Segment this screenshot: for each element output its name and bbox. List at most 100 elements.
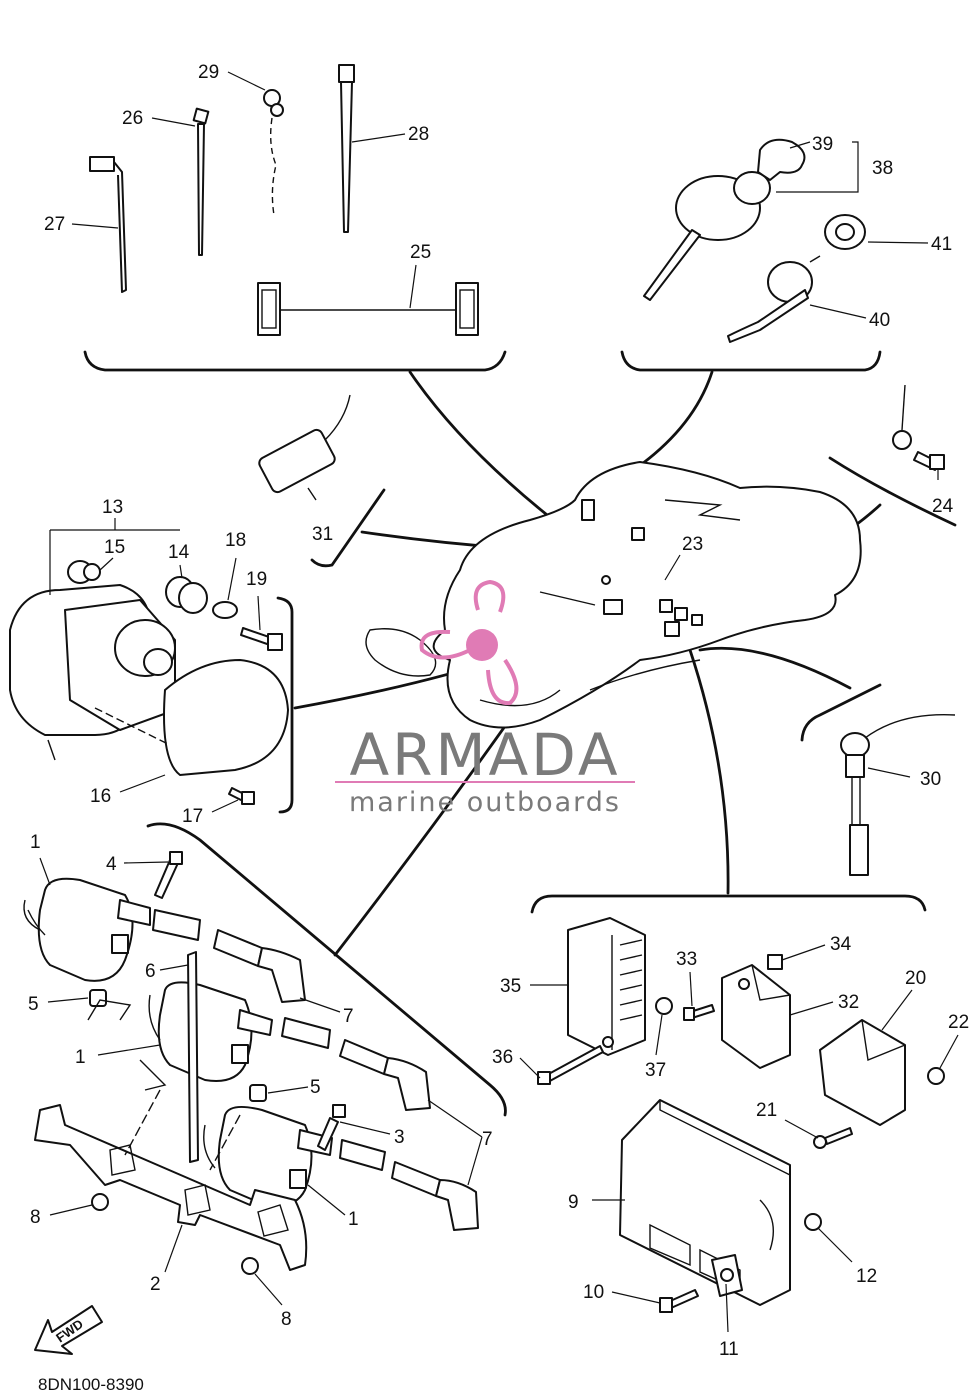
callout-34: 34 (830, 934, 852, 955)
part-3-bolt (317, 1104, 346, 1151)
part-2-bracket (34, 1104, 308, 1271)
part-1-coil-middle (148, 981, 431, 1111)
callout-28: 28 (408, 124, 429, 145)
fwd-arrow-icon: FWD (34, 1305, 103, 1355)
bracket-ignition (146, 822, 507, 1117)
part-10-bolt (659, 1289, 699, 1313)
callout-36: 36 (492, 1047, 513, 1068)
bracket-key-switch (620, 350, 882, 372)
callout-22: 22 (948, 1012, 969, 1033)
callout-39: 39 (812, 134, 833, 155)
part-9-ecm (619, 1099, 791, 1306)
callout-4: 4 (106, 854, 117, 875)
brand-name: ARMADA (349, 721, 620, 789)
callout-18: 18 (225, 530, 246, 551)
callout-27: 27 (44, 214, 65, 235)
callout-20: 20 (905, 968, 926, 989)
bracket-ecu (530, 894, 927, 914)
part-11-grommet (711, 1254, 743, 1297)
callout-5-left: 5 (28, 994, 39, 1015)
callout-10: 10 (583, 1282, 604, 1303)
callout-25: 25 (410, 242, 431, 263)
callout-2: 2 (150, 1274, 161, 1295)
part-18-washer (212, 601, 238, 619)
part-20-cdi (819, 1019, 906, 1126)
callout-32: 32 (838, 992, 859, 1013)
part-27-band (89, 156, 127, 293)
callout-8-right: 8 (281, 1309, 292, 1330)
callout-24: 24 (932, 496, 954, 517)
bracket-capacitor (310, 488, 386, 568)
part-19-bolt (240, 627, 283, 651)
callout-35: 35 (500, 976, 521, 997)
callout-15: 15 (104, 537, 125, 558)
callout-3: 3 (394, 1127, 405, 1148)
part-31-capacitor (258, 394, 351, 501)
part-12-nut (804, 1213, 822, 1231)
part-39-key (757, 138, 806, 181)
coil-wire-detail (87, 999, 132, 1021)
part-5-collar-b (249, 1084, 267, 1102)
link-ecu (688, 648, 730, 895)
callout-26: 26 (122, 108, 143, 129)
part-1-coil-upper (23, 877, 306, 1003)
callout-1-lower: 1 (348, 1209, 359, 1230)
coil-dashed (124, 1089, 161, 1156)
part-34-nut (767, 954, 783, 970)
part-26-tie (192, 107, 210, 256)
part-21-bolt (813, 1127, 853, 1149)
part-25-strap (257, 282, 479, 336)
coil-dashed-2 (209, 1114, 241, 1171)
callout-31: 31 (312, 524, 333, 545)
callout-13: 13 (102, 497, 123, 518)
part-6-band (187, 951, 199, 1163)
part-40-stop-switch (727, 255, 821, 343)
part-13-starter-motor (9, 584, 289, 776)
part-41-cover (824, 214, 866, 250)
coil-wire-detail-2 (139, 1059, 167, 1091)
diagram-code: 8DN100-8390 (38, 1375, 144, 1394)
callout-7-lower: 7 (482, 1129, 493, 1150)
callout-14: 14 (168, 542, 190, 563)
part-37-nut (655, 997, 673, 1015)
callout-5-right: 5 (310, 1077, 321, 1098)
part-32-relay (721, 964, 791, 1069)
callout-16: 16 (90, 786, 111, 807)
link-oil (698, 646, 852, 690)
part-8-nut-a (91, 1193, 109, 1211)
part-30-oil-sensor (840, 713, 956, 876)
callout-19: 19 (246, 569, 267, 590)
part-17-bolt (228, 787, 255, 805)
part-1-coil-lower (203, 1105, 479, 1231)
callout-1-middle: 1 (75, 1047, 86, 1068)
propeller-logo-icon (419, 579, 519, 706)
callout-6: 6 (145, 961, 156, 982)
callout-8-left: 8 (30, 1207, 41, 1228)
callout-37: 37 (645, 1060, 666, 1081)
callout-40: 40 (869, 310, 890, 331)
leader-lines (39, 71, 959, 1333)
part-4-bolt (154, 851, 183, 899)
part-8-nut-b (241, 1257, 259, 1275)
callout-9: 9 (568, 1192, 579, 1213)
part-29-clamp (263, 89, 284, 216)
part-33-bolt (683, 1004, 715, 1021)
callout-17: 17 (182, 806, 203, 827)
callout-41: 41 (931, 234, 952, 255)
bracket-cable-ties (83, 350, 507, 372)
engine-block-outline (365, 461, 862, 729)
part-14-grommet (165, 576, 208, 614)
part-28-long-tie (338, 64, 355, 233)
part-5-collar-a (89, 989, 107, 1007)
callout-33: 33 (676, 949, 697, 970)
callout-11: 11 (719, 1339, 739, 1360)
callout-7-upper: 7 (343, 1006, 354, 1027)
part-38-main-switch (643, 171, 771, 301)
callout-29: 29 (198, 62, 219, 83)
part-36-bolt (537, 1045, 604, 1085)
bracket-oil-sensor (800, 683, 882, 742)
callout-12: 12 (856, 1266, 877, 1287)
callout-21: 21 (756, 1100, 777, 1121)
part-15-cap (67, 560, 101, 584)
